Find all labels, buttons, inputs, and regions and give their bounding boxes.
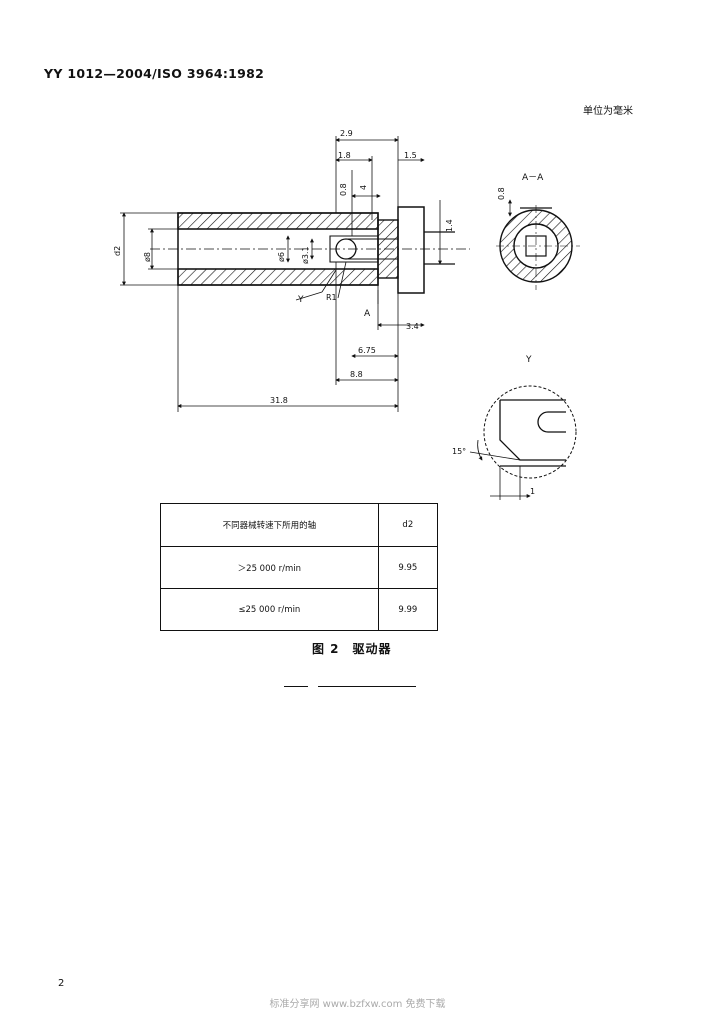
table-row: ≤25 000 r/min 9.99 [160, 588, 439, 631]
dim-4: 4 [359, 185, 368, 190]
table-header-row: 不同器械转速下所用的轴 d2 [160, 503, 439, 547]
detail-label-y: Y [525, 355, 532, 365]
row-condition: ≤25 000 r/min [160, 588, 379, 631]
dim-2-9: 2.9 [340, 129, 353, 138]
label-y: Y [297, 295, 304, 305]
section-a-a [496, 199, 580, 290]
technical-drawing: 2.9 1.8 1.5 0.8 4 1.4 ø8 d2 ø6 ø3.1 R1 3… [113, 129, 580, 500]
dim-phi-8: ø8 [143, 252, 152, 262]
dim-31-8: 31.8 [270, 396, 288, 405]
dim-aa-0-8: 0.8 [497, 187, 506, 200]
table-row: ＞25 000 r/min 9.95 [160, 546, 439, 589]
header-d2: d2 [377, 503, 439, 547]
section-label-aa: A－A [522, 173, 544, 183]
row-value: 9.99 [377, 588, 439, 631]
dim-phi-3-1: ø3.1 [301, 246, 310, 264]
dim-1-5: 1.5 [404, 151, 417, 160]
dim-15-deg: 15° [452, 447, 466, 456]
unit-note: 单位为毫米 [583, 106, 633, 117]
watermark: 标准分享网 www.bzfxw.com 免费下载 [269, 999, 446, 1010]
page-number: 2 [58, 978, 65, 989]
detail-y [469, 385, 577, 500]
body-wall-top [177, 212, 379, 230]
dim-r1: R1 [326, 293, 337, 302]
dim-phi-6: ø6 [277, 252, 286, 262]
end-rule-short [284, 686, 308, 687]
end-rule-long [318, 686, 416, 687]
dim-0-8: 0.8 [339, 183, 348, 196]
dim-3-4: 3.4 [406, 322, 419, 331]
body-wall-bottom [177, 268, 379, 286]
dim-1: 1 [530, 487, 535, 496]
dim-1-4: 1.4 [445, 219, 454, 232]
standard-header: YY 1012—2004/ISO 3964:1982 [44, 66, 265, 81]
dim-8-8: 8.8 [350, 370, 363, 379]
dim-6-75: 6.75 [358, 346, 376, 355]
label-a: A [364, 309, 371, 319]
dim-d2: d2 [113, 246, 122, 256]
spec-table: 不同器械转速下所用的轴 d2 ＞25 000 r/min 9.95 ≤25 00… [160, 503, 439, 631]
row-value: 9.95 [377, 546, 439, 589]
dim-1-8: 1.8 [338, 151, 351, 160]
figure-caption: 图 2 驱动器 [312, 642, 392, 656]
header-condition: 不同器械转速下所用的轴 [160, 503, 379, 547]
row-condition: ＞25 000 r/min [160, 546, 379, 589]
